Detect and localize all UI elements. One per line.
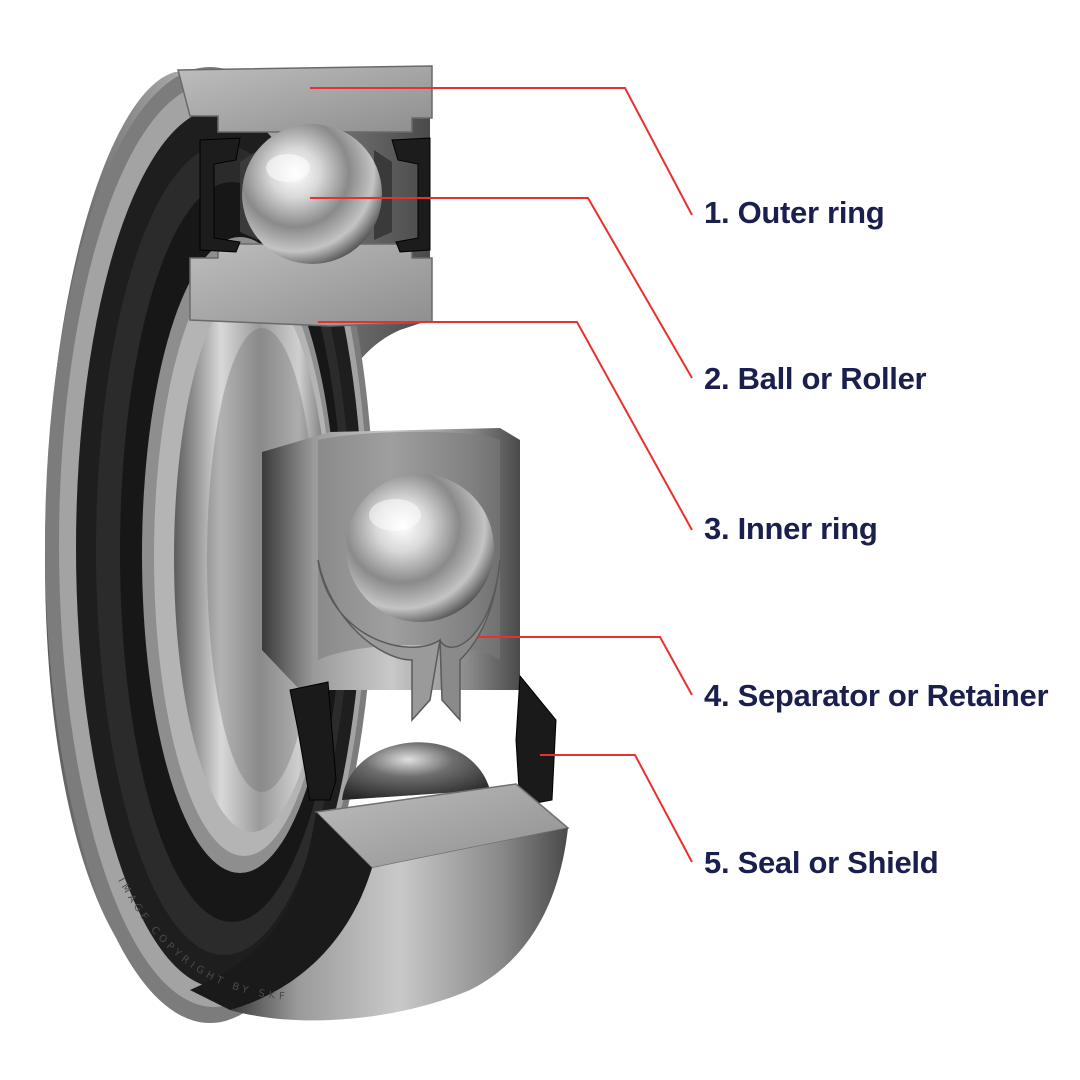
leader-line-1 [310, 87, 693, 216]
leader-line-3 [318, 321, 693, 531]
leader-line-4 [478, 636, 693, 696]
label-outer-ring: 1. Outer ring [704, 195, 885, 230]
leader-line-2 [310, 197, 693, 379]
top-cross-section [177, 65, 433, 327]
label-separator-or-retainer: 4. Separator or Retainer [704, 678, 1049, 713]
cage [317, 559, 442, 722]
label-inner-ring: 3. Inner ring [704, 511, 878, 546]
outer-ring-section [177, 65, 433, 133]
seal-lower [515, 674, 557, 807]
label-seal-or-shield: 5. Seal or Shield [704, 845, 939, 880]
leader-lines [310, 87, 693, 863]
label-ball-or-roller: 2. Ball or Roller [704, 361, 927, 396]
ball-top [242, 124, 382, 264]
lower-cutaway [190, 428, 570, 1021]
leader-line-5 [540, 754, 693, 863]
ball-lower [346, 474, 494, 622]
